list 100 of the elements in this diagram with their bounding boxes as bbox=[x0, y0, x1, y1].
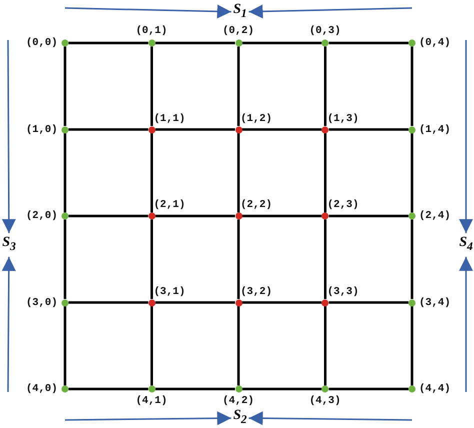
grid-line bbox=[155, 301, 235, 304]
coordinate-label: (2,3) bbox=[327, 199, 359, 211]
coordinate-label: (0,1) bbox=[136, 25, 168, 37]
grid-line bbox=[328, 42, 408, 44]
coordinate-label: (4,3) bbox=[309, 395, 341, 407]
coordinate-label: (2,1) bbox=[154, 199, 186, 211]
grid-line bbox=[155, 388, 235, 390]
side-label: S$_{1}$ bbox=[233, 2, 247, 22]
coordinate-label: (1,1) bbox=[154, 112, 186, 124]
grid-line bbox=[242, 214, 322, 218]
grid-line bbox=[237, 220, 240, 299]
arrow bbox=[248, 411, 412, 426]
coordinate-label: (3,3) bbox=[327, 286, 359, 298]
arrow bbox=[2, 40, 16, 234]
grid-point bbox=[235, 386, 242, 392]
grid-line bbox=[410, 46, 414, 126]
grid-point bbox=[62, 40, 68, 46]
coordinate-label: (1,2) bbox=[240, 112, 272, 124]
grid-point bbox=[148, 386, 156, 392]
arrow bbox=[65, 411, 232, 426]
coordinate-label: (0,0) bbox=[26, 37, 58, 49]
coordinate-label: (3,1) bbox=[154, 286, 186, 298]
grid-line bbox=[155, 128, 235, 131]
grid-point bbox=[148, 126, 156, 133]
side-label: S$_{3}$ bbox=[2, 235, 16, 255]
arrow bbox=[459, 40, 473, 234]
grid-line bbox=[155, 214, 235, 218]
grid-point bbox=[148, 40, 156, 46]
coordinate-label: (0,2) bbox=[222, 25, 254, 37]
grid-line bbox=[68, 301, 148, 304]
grid-line bbox=[150, 46, 153, 126]
arrow bbox=[248, 4, 412, 18]
grid-line bbox=[242, 301, 322, 304]
coordinate-label: (3,2) bbox=[240, 286, 272, 298]
grid-line bbox=[328, 128, 408, 131]
grid-line bbox=[242, 42, 322, 44]
coordinate-label: (1,4) bbox=[419, 124, 451, 136]
grid-point bbox=[62, 212, 68, 220]
coordinate-label: (4,2) bbox=[222, 395, 254, 407]
grid-point bbox=[408, 212, 416, 220]
grid-line bbox=[324, 220, 326, 299]
grid-point bbox=[235, 40, 242, 46]
coordinate-label: (2,2) bbox=[240, 199, 272, 211]
grid-line bbox=[237, 133, 240, 212]
grid-line bbox=[155, 42, 235, 44]
grid-point bbox=[235, 126, 242, 133]
grid-line bbox=[237, 306, 240, 386]
grid-line bbox=[328, 388, 408, 390]
grid-point bbox=[322, 386, 329, 392]
arrow bbox=[459, 256, 473, 392]
grid-point bbox=[148, 299, 156, 306]
grid-point bbox=[322, 212, 329, 220]
coordinate-label: (2,4) bbox=[419, 210, 451, 222]
grid-line bbox=[410, 306, 414, 386]
coordinate-label: (2,0) bbox=[26, 210, 58, 222]
grid-line bbox=[68, 388, 148, 390]
coordinate-label: (4,0) bbox=[26, 383, 58, 395]
grid-line bbox=[64, 220, 66, 299]
grid-point bbox=[322, 126, 329, 133]
grid-line bbox=[410, 220, 414, 299]
grid-line bbox=[150, 220, 153, 299]
grid-point bbox=[62, 386, 68, 392]
grid-line bbox=[242, 388, 322, 390]
grid-point bbox=[322, 40, 329, 46]
grid-line bbox=[68, 128, 148, 131]
grid-point bbox=[408, 386, 416, 392]
grid-point bbox=[322, 299, 329, 306]
coordinate-label: (3,0) bbox=[26, 296, 58, 308]
coordinate-label: (1,3) bbox=[327, 112, 359, 124]
grid-line bbox=[150, 133, 153, 212]
grid-line bbox=[64, 133, 66, 212]
grid-line bbox=[68, 214, 148, 218]
grid-point bbox=[148, 212, 156, 220]
grid-line bbox=[324, 46, 326, 126]
side-label: S$_{4}$ bbox=[459, 235, 473, 255]
grid-point bbox=[408, 40, 416, 46]
grid-point bbox=[62, 126, 68, 133]
coordinate-label: (4,1) bbox=[136, 395, 168, 407]
side-label: S$_{2}$ bbox=[233, 408, 247, 428]
grid-line bbox=[328, 301, 408, 304]
coordinate-label: (0,3) bbox=[309, 25, 341, 37]
grid-line bbox=[324, 306, 326, 386]
grid-line bbox=[410, 133, 414, 212]
grid-line bbox=[68, 42, 148, 44]
grid-line bbox=[324, 133, 326, 212]
grid-point bbox=[408, 299, 416, 306]
grid-line bbox=[328, 214, 408, 218]
coordinate-label: (1,0) bbox=[26, 124, 58, 136]
grid-line bbox=[242, 128, 322, 131]
coordinate-label: (0,4) bbox=[419, 37, 451, 49]
grid-point bbox=[235, 212, 242, 220]
grid-point bbox=[62, 299, 68, 306]
grid-line bbox=[150, 306, 153, 386]
grid-line bbox=[237, 46, 240, 126]
arrow bbox=[64, 4, 232, 18]
grid-point bbox=[235, 299, 242, 306]
grid-line bbox=[64, 46, 66, 126]
coordinate-label: (4,4) bbox=[419, 383, 451, 395]
arrow bbox=[2, 256, 16, 392]
grid-point bbox=[408, 126, 416, 133]
